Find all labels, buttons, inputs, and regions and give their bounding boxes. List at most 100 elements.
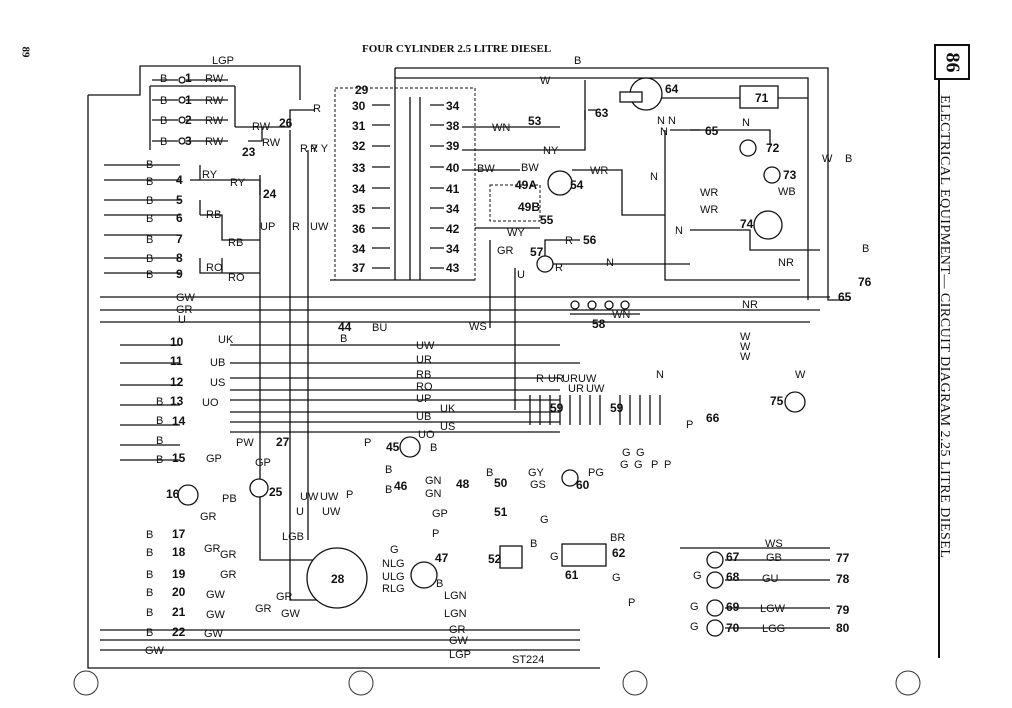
svg-text:G: G	[540, 514, 549, 526]
svg-text:7: 7	[176, 232, 183, 246]
svg-text:US: US	[440, 421, 455, 433]
svg-text:B: B	[430, 442, 437, 454]
svg-text:PB: PB	[222, 493, 237, 505]
svg-text:GW: GW	[449, 635, 469, 647]
svg-text:69: 69	[726, 600, 740, 614]
svg-text:RLG: RLG	[382, 583, 405, 595]
svg-text:63: 63	[595, 106, 609, 120]
punch-hole	[895, 670, 921, 696]
svg-text:GW: GW	[204, 628, 224, 640]
svg-text:B: B	[160, 95, 167, 107]
svg-text:52: 52	[488, 552, 502, 566]
svg-text:15: 15	[172, 451, 186, 465]
svg-text:N: N	[660, 126, 668, 138]
svg-text:19: 19	[172, 567, 186, 581]
svg-text:GR: GR	[497, 245, 514, 257]
svg-text:B: B	[146, 213, 153, 225]
svg-text:RB: RB	[228, 237, 243, 249]
punch-hole	[348, 670, 374, 696]
svg-text:34: 34	[446, 242, 460, 256]
svg-text:34: 34	[352, 242, 366, 256]
svg-text:B: B	[340, 333, 347, 345]
svg-text:49B: 49B	[518, 200, 540, 214]
svg-text:WN: WN	[492, 122, 510, 134]
svg-text:43: 43	[446, 261, 460, 275]
svg-text:44: 44	[338, 320, 352, 334]
svg-text:UP: UP	[416, 393, 431, 405]
svg-text:B: B	[146, 627, 153, 639]
svg-text:WR: WR	[700, 187, 718, 199]
svg-text:N: N	[650, 171, 658, 183]
svg-text:2: 2	[185, 113, 192, 127]
svg-text:UW: UW	[586, 383, 605, 395]
svg-text:GR: GR	[204, 543, 221, 555]
b-top-wire	[395, 67, 850, 301]
svg-text:P: P	[364, 437, 371, 449]
svg-text:G: G	[690, 601, 699, 613]
svg-text:UK: UK	[440, 403, 456, 415]
svg-text:R Y: R Y	[310, 143, 329, 155]
svg-text:WB: WB	[778, 186, 796, 198]
svg-text:ULG: ULG	[382, 571, 405, 583]
svg-text:GR: GR	[200, 511, 217, 523]
svg-text:N: N	[656, 369, 664, 381]
page-number-box: 86	[934, 44, 970, 80]
svg-text:25: 25	[269, 485, 283, 499]
svg-text:UW: UW	[300, 491, 319, 503]
svg-text:P: P	[628, 597, 635, 609]
svg-text:PG: PG	[588, 467, 604, 479]
svg-text:72: 72	[766, 141, 780, 155]
svg-text:B: B	[156, 415, 163, 427]
svg-text:UP: UP	[260, 221, 275, 233]
svg-text:GR: GR	[176, 304, 193, 316]
svg-text:GS: GS	[530, 479, 546, 491]
svg-text:66: 66	[706, 411, 720, 425]
svg-text:32: 32	[352, 139, 366, 153]
svg-text:57: 57	[530, 245, 544, 259]
svg-text:B: B	[146, 159, 153, 171]
lgp-top-wire	[88, 65, 301, 100]
svg-text:W: W	[740, 331, 751, 343]
svg-text:B: B	[862, 243, 869, 255]
svg-text:UW: UW	[578, 373, 597, 385]
svg-text:RW: RW	[252, 121, 271, 133]
svg-text:G: G	[620, 459, 629, 471]
svg-text:20: 20	[172, 585, 186, 599]
svg-text:62: 62	[612, 546, 626, 560]
svg-text:79: 79	[836, 603, 850, 617]
svg-text:N: N	[668, 115, 676, 127]
svg-text:1: 1	[185, 93, 192, 107]
svg-text:27: 27	[276, 435, 290, 449]
svg-text:UK: UK	[218, 334, 234, 346]
component-58	[570, 300, 640, 315]
svg-text:LGP: LGP	[449, 649, 471, 661]
svg-text:B: B	[160, 115, 167, 127]
svg-text:B: B	[146, 569, 153, 581]
svg-text:G: G	[636, 447, 645, 459]
component-16	[177, 484, 199, 506]
svg-text:B: B	[486, 467, 493, 479]
svg-text:80: 80	[836, 621, 850, 635]
svg-text:LGW: LGW	[760, 603, 786, 615]
svg-text:B: B	[146, 269, 153, 281]
svg-text:RB: RB	[416, 369, 431, 381]
component-45	[399, 436, 421, 458]
svg-text:31: 31	[352, 119, 366, 133]
svg-text:US: US	[210, 377, 225, 389]
svg-text:G: G	[634, 459, 643, 471]
svg-text:G: G	[390, 544, 399, 556]
svg-text:U: U	[296, 506, 304, 518]
svg-text:11: 11	[170, 354, 183, 368]
svg-text:N: N	[742, 117, 750, 129]
headlamp-group	[149, 76, 315, 150]
svg-text:UO: UO	[202, 397, 219, 409]
svg-text:U: U	[517, 269, 525, 281]
svg-text:R: R	[536, 373, 544, 385]
svg-text:RY: RY	[230, 177, 246, 189]
punch-hole	[73, 670, 99, 696]
svg-text:UO: UO	[418, 429, 435, 441]
svg-text:B: B	[156, 454, 163, 466]
